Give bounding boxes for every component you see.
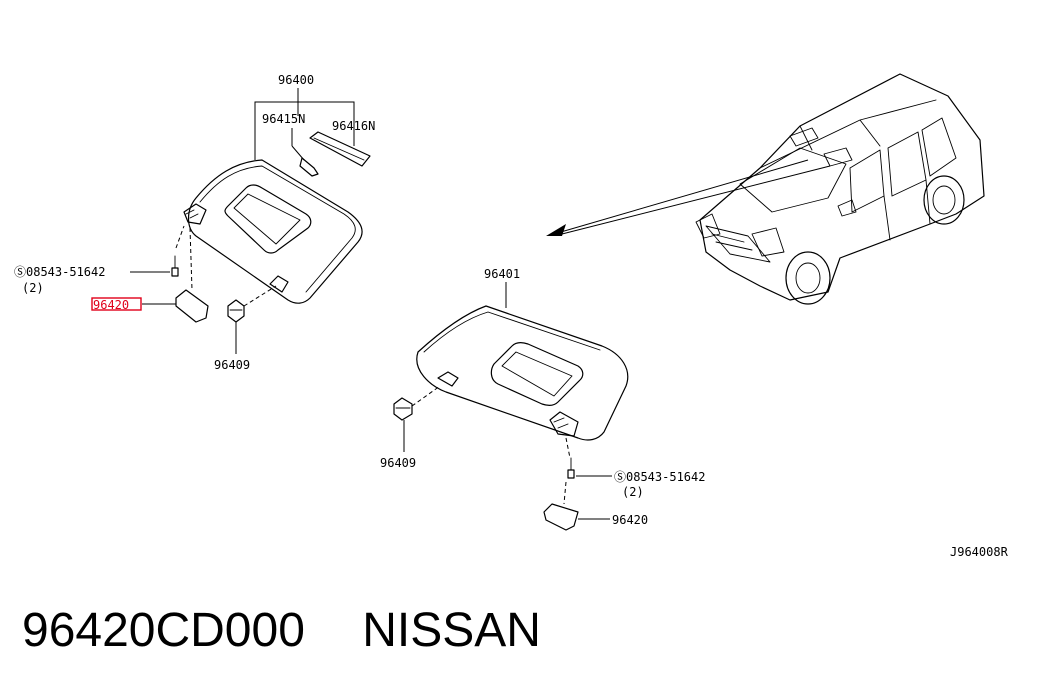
label-96416n[interactable]: 96416N xyxy=(332,119,375,133)
holder-right-96409[interactable] xyxy=(393,385,441,452)
clip-96415n[interactable] xyxy=(291,128,319,177)
parts-diagram: 96400 96415N 96416N Ⓢ08543-51642 (2) 964… xyxy=(14,73,1009,559)
footer-caption: 96420CD000 NISSAN xyxy=(22,596,541,666)
bracket-left-96420[interactable] xyxy=(142,227,209,323)
label-96409-left[interactable]: 96409 xyxy=(214,358,250,372)
label-screw-right-qty: (2) xyxy=(622,485,644,499)
vehicle-illustration xyxy=(695,73,985,305)
manufacturer-name: NISSAN xyxy=(362,604,541,657)
holder-left-96409[interactable] xyxy=(227,285,277,354)
label-96401[interactable]: 96401 xyxy=(484,267,520,281)
label-screw-left[interactable]: Ⓢ08543-51642 xyxy=(14,265,105,279)
part-number: 96420CD000 xyxy=(22,604,305,657)
highlight-box-96420 xyxy=(91,297,142,311)
label-96420-highlighted[interactable]: 96420 xyxy=(93,298,129,312)
label-96400[interactable]: 96400 xyxy=(278,73,314,87)
screw-left[interactable] xyxy=(130,225,185,277)
leader-96400 xyxy=(254,88,355,160)
label-96420-right[interactable]: 96420 xyxy=(612,513,648,527)
diagram-code: J964008R xyxy=(950,545,1009,559)
label-96415n[interactable]: 96415N xyxy=(262,112,305,126)
location-arrow xyxy=(546,159,831,236)
label-screw-right[interactable]: Ⓢ08543-51642 xyxy=(614,470,705,484)
label-screw-left-qty: (2) xyxy=(22,281,44,295)
label-96409-right[interactable]: 96409 xyxy=(380,456,416,470)
sun-visor-right[interactable] xyxy=(416,305,629,441)
screw-right[interactable] xyxy=(565,437,612,479)
sun-visor-left[interactable] xyxy=(183,159,363,304)
mirror-cover-96416n[interactable] xyxy=(309,131,371,167)
bracket-right-96420[interactable] xyxy=(543,481,610,531)
